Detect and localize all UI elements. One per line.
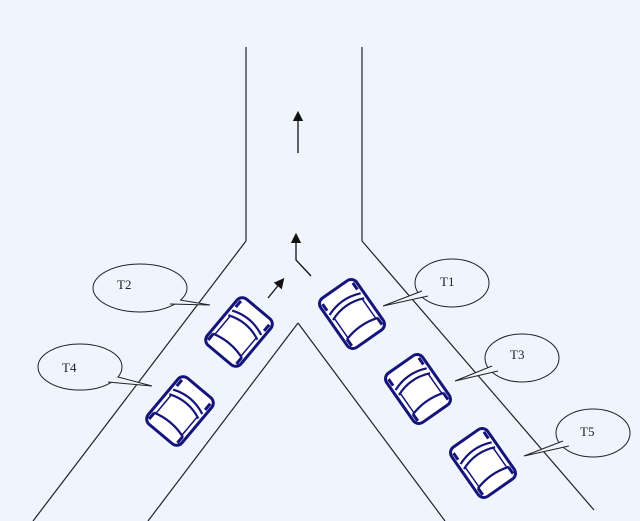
merge-arrow-icon xyxy=(290,232,312,277)
callout-t2: T2 xyxy=(92,263,211,313)
arrow-diagonal-icon xyxy=(267,277,285,299)
cars xyxy=(142,275,520,502)
direction-arrows xyxy=(267,110,312,299)
callout-t4: T4 xyxy=(37,343,153,391)
callout-t3: T3 xyxy=(454,333,560,383)
callout-t5: T5 xyxy=(523,408,631,458)
car-t5 xyxy=(446,424,520,502)
callouts: T2 T4 T1 T3 T5 xyxy=(37,258,631,458)
label-t3: T3 xyxy=(510,347,524,362)
car-t3 xyxy=(381,350,455,428)
label-t5: T5 xyxy=(580,424,594,439)
car-t4 xyxy=(142,372,218,450)
label-t2: T2 xyxy=(117,277,131,292)
car-t1 xyxy=(315,275,389,353)
callout-t1: T1 xyxy=(382,258,490,308)
car-t2 xyxy=(201,293,277,371)
label-t1: T1 xyxy=(440,274,454,289)
label-t4: T4 xyxy=(62,360,77,375)
